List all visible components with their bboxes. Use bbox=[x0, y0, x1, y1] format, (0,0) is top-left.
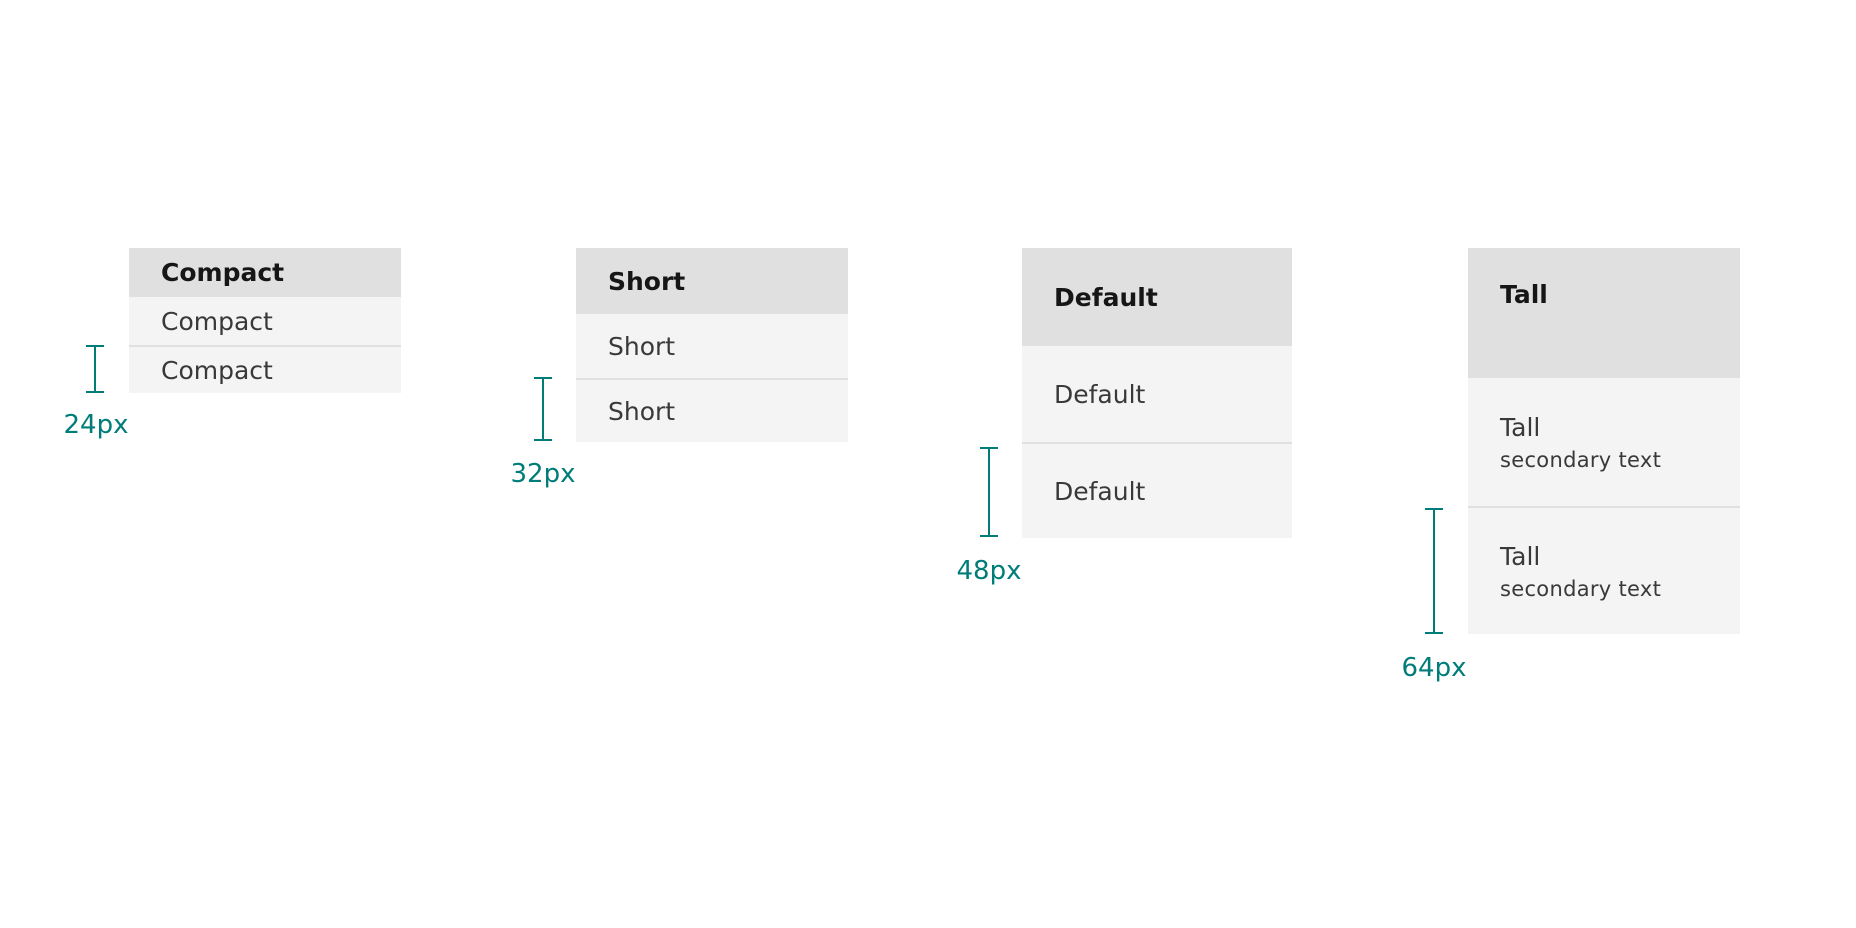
table-row: Short bbox=[576, 314, 848, 378]
table-row: Compact bbox=[129, 345, 401, 393]
height-measure-short bbox=[534, 377, 552, 441]
table-row: Tall secondary text bbox=[1468, 378, 1740, 506]
measure-stem bbox=[94, 345, 96, 392]
row-label: Default bbox=[1054, 379, 1146, 409]
row-label: Short bbox=[608, 331, 676, 361]
measure-label-compact: 24px bbox=[63, 410, 129, 440]
row-label: Short bbox=[608, 396, 676, 426]
header-label: Compact bbox=[161, 258, 285, 287]
table-row: Default bbox=[1022, 346, 1292, 442]
header-label: Short bbox=[608, 266, 686, 296]
measure-cap-bottom bbox=[980, 535, 998, 537]
measure-stem bbox=[542, 377, 544, 440]
height-measure-default bbox=[980, 447, 998, 537]
table-header: Tall bbox=[1468, 248, 1740, 378]
row-label: Tall bbox=[1500, 412, 1541, 442]
measure-stem bbox=[988, 447, 990, 536]
table-row: Default bbox=[1022, 442, 1292, 538]
table-row: Compact bbox=[129, 297, 401, 345]
row-label: Tall bbox=[1500, 541, 1541, 571]
measure-label-tall: 64px bbox=[1401, 653, 1467, 683]
row-label: Compact bbox=[161, 355, 273, 385]
table-row: Tall secondary text bbox=[1468, 506, 1740, 634]
header-label: Default bbox=[1054, 282, 1158, 312]
table-header: Default bbox=[1022, 248, 1292, 346]
table-tall: Tall Tall secondary text Tall secondary … bbox=[1468, 248, 1740, 634]
measure-label-default: 48px bbox=[956, 556, 1022, 586]
table-default: Default Default Default bbox=[1022, 248, 1292, 538]
measure-cap-bottom bbox=[534, 439, 552, 441]
header-label: Tall bbox=[1500, 280, 1548, 309]
row-secondary-text: secondary text bbox=[1500, 447, 1662, 472]
height-measure-tall bbox=[1425, 508, 1443, 634]
row-label: Default bbox=[1054, 476, 1146, 506]
row-label: Compact bbox=[161, 306, 273, 336]
measure-stem bbox=[1433, 508, 1435, 633]
measure-label-short: 32px bbox=[510, 459, 576, 489]
table-header: Compact bbox=[129, 248, 401, 297]
table-header: Short bbox=[576, 248, 848, 314]
table-short: Short Short Short bbox=[576, 248, 848, 442]
measure-cap-bottom bbox=[1425, 632, 1443, 634]
row-secondary-text: secondary text bbox=[1500, 576, 1662, 601]
measure-cap-bottom bbox=[86, 391, 104, 393]
table-compact: Compact Compact Compact bbox=[129, 248, 401, 393]
table-row: Short bbox=[576, 378, 848, 442]
height-measure-compact bbox=[86, 345, 104, 393]
